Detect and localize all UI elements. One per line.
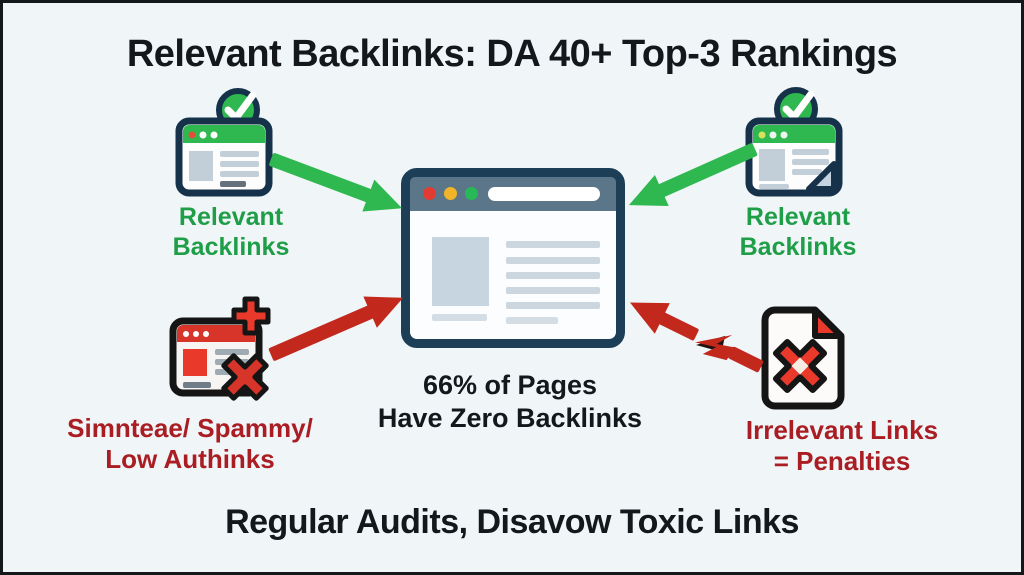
top-right-label-line1: Relevant	[745, 203, 851, 231]
bottom-left-label-line2: Low Authinks	[105, 443, 275, 474]
top-right-label-line2: Backlinks	[739, 232, 857, 261]
content-text-line	[432, 314, 487, 321]
top-right-label: Relevant Backlinks	[708, 203, 888, 262]
bottom-left-label: Simnteae/ Spammy/ Low Authinks	[31, 413, 349, 474]
titlebar-red-dot-icon	[423, 187, 436, 200]
browser-approved-page-icon	[738, 87, 850, 201]
content-image-placeholder	[432, 237, 489, 306]
address-bar	[488, 187, 600, 201]
bottom-right-label-line2: = Penalties	[773, 445, 911, 476]
bottom-right-label-line1: Irrelevant Links	[745, 415, 939, 445]
page-title: Relevant Backlinks: DA 40+ Top-3 Ranking…	[126, 33, 898, 75]
center-statistic-line2: Have Zero Backlinks	[377, 402, 643, 433]
center-statistic-line1: 66% of Pages	[422, 370, 598, 400]
top-left-label-line2: Backlinks	[172, 232, 290, 261]
bottom-right-label: Irrelevant Links = Penalties	[736, 415, 948, 476]
browser-spam-rejected-icon	[165, 293, 277, 405]
red-arrow-bottom-left-icon	[268, 296, 404, 361]
bottom-left-label-line1: Simnteae/ Spammy/	[67, 413, 313, 443]
content-text-line	[506, 317, 558, 324]
content-text-line	[506, 241, 600, 248]
plus-icon	[231, 296, 271, 336]
titlebar-green-dot-icon	[465, 187, 478, 200]
document-rejected-icon	[753, 303, 848, 413]
footer-caption: Regular Audits, Disavow Toxic Links	[225, 503, 799, 541]
red-broken-arrow-bottom-right-icon	[630, 302, 764, 373]
center-browser-window-icon	[401, 168, 625, 348]
top-left-label: Relevant Backlinks	[141, 203, 321, 262]
content-text-line	[506, 287, 600, 294]
top-left-label-line1: Relevant	[178, 203, 284, 231]
content-text-line	[506, 257, 600, 264]
x-mark-icon	[221, 353, 269, 401]
content-text-line	[506, 272, 600, 279]
center-statistic: 66% of Pages Have Zero Backlinks	[360, 369, 660, 435]
x-mark-icon	[772, 338, 828, 394]
titlebar-yellow-dot-icon	[444, 187, 457, 200]
browser-approved-icon	[168, 87, 280, 201]
content-text-line	[506, 302, 600, 309]
